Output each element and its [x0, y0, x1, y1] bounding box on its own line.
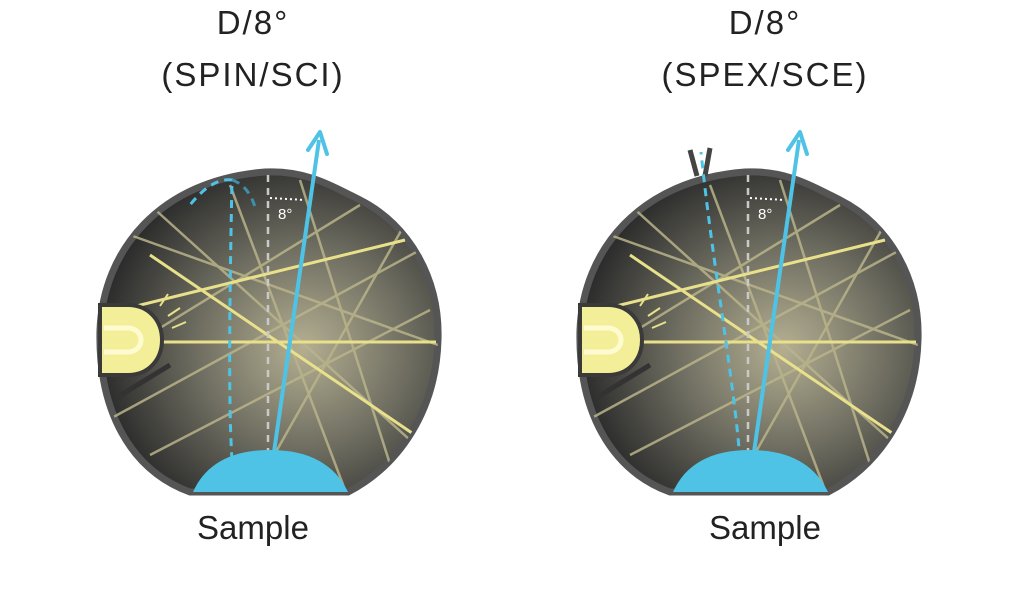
sample-caption: Sample — [197, 509, 309, 546]
measurement-beam — [272, 139, 321, 453]
sample-caption: Sample — [709, 509, 821, 546]
title-line1: D/8° — [728, 4, 802, 41]
arrow-icon — [786, 130, 809, 156]
lamp-housing — [98, 303, 165, 377]
angle-label: 8° — [278, 206, 292, 223]
specular-reflection-path — [188, 178, 234, 461]
integrating-sphere-diagram: 8° — [96, 130, 442, 496]
title-line2: (SPIN/SCI) — [161, 56, 345, 93]
arrow-icon — [306, 130, 329, 156]
integrating-sphere-diagram: 8° — [576, 130, 922, 496]
sample — [193, 450, 348, 492]
sample — [673, 450, 828, 492]
baffle — [594, 362, 652, 401]
specular-reflection-path — [699, 151, 742, 461]
measurement-beam — [752, 139, 801, 453]
light-trap — [687, 147, 713, 177]
title-line2: (SPEX/SCE) — [661, 56, 869, 93]
lamp-housing — [578, 303, 645, 377]
panel-spin-sci: D/8° (SPIN/SCI) — [96, 4, 442, 546]
angle-label: 8° — [758, 206, 772, 223]
panel-spex-sce: D/8° (SPEX/SCE) — [512, 0, 1024, 595]
title-line1: D/8° — [216, 4, 290, 41]
baffle — [114, 362, 172, 401]
